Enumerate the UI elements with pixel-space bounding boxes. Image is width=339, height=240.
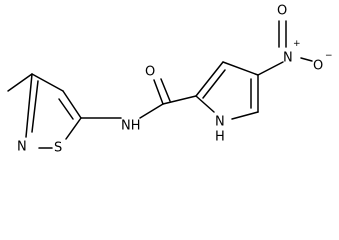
- bond-c2-c3-inner: [202, 69, 226, 99]
- atom-labels: N S NH O N + O O − N H: [17, 4, 333, 156]
- bond-nh-carbonyl: [139, 103, 164, 119]
- atom-o-nitro-right-charge: −: [325, 51, 333, 61]
- structural-formula: N S NH O N + O O − N H: [7, 4, 333, 156]
- bond-c2-c3: [195, 61, 224, 97]
- bond-methyl-c3: [7, 73, 33, 92]
- atom-nh-amide: NH: [121, 119, 141, 134]
- bond-n1-c2: [195, 95, 215, 113]
- bond-carbonyl-o-inner: [160, 78, 171, 102]
- bond-carbonyl-o: [153, 79, 164, 105]
- bond-c4-c5: [62, 90, 82, 119]
- atom-n-nitro: N: [283, 51, 293, 66]
- bond-c3-c4: [222, 61, 259, 76]
- atom-o-carbonyl: O: [145, 65, 155, 80]
- bond-nitro-o-right: [300, 57, 313, 62]
- bond-c4-c5-inner: [58, 98, 74, 120]
- atom-n-nitro-charge: +: [293, 39, 301, 49]
- bond-n-c3-inner: [31, 80, 39, 133]
- bond-c4-nitro-n: [257, 61, 284, 76]
- atom-n-pyrrole: N: [215, 115, 225, 130]
- atom-o-nitro-top: O: [277, 4, 287, 19]
- atom-h-pyrrole: H: [215, 130, 225, 145]
- bond-n-c3: [25, 73, 33, 138]
- bond-carbonyl-c2: [162, 95, 197, 105]
- bonds: [7, 20, 313, 149]
- bond-c3-c4: [31, 73, 64, 92]
- atom-s-isothiazole: S: [54, 141, 62, 156]
- bond-c5-n1: [231, 111, 259, 120]
- atom-o-nitro-right: O: [313, 59, 323, 74]
- atom-n-isothiazole: N: [17, 140, 27, 155]
- bond-c5-s: [65, 117, 82, 140]
